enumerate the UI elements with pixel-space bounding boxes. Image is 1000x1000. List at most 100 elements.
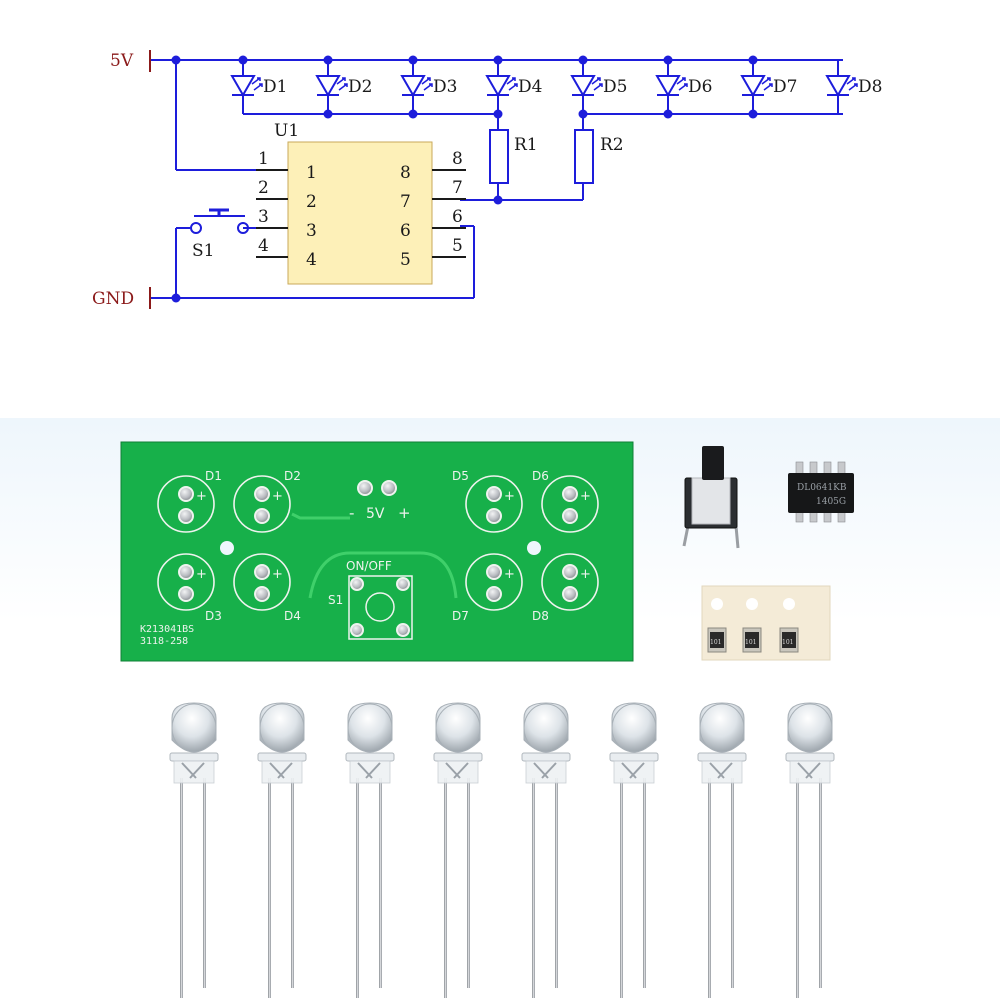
through-hole-led <box>433 702 483 998</box>
pcb-led-d4: + D4 <box>233 553 301 623</box>
resistor-tape: 101 101 101 <box>701 585 831 661</box>
inner-pin-1: 1 <box>306 163 317 183</box>
pcb-led-plus: + <box>272 567 283 582</box>
schematic-led-d3: D3 <box>400 60 457 114</box>
smd-resistor-code: 101 <box>745 639 756 646</box>
schematic-led-d8: D8 <box>825 60 882 114</box>
pcb-minus: - <box>349 504 354 522</box>
pcb-led-plus: + <box>196 567 207 582</box>
inner-pin-2: 2 <box>306 192 317 212</box>
through-hole-led <box>521 702 571 998</box>
vcc-label: 5V <box>110 51 134 71</box>
led-array: D1 D2 D3 D4 D5 D6 D7 D8 <box>230 60 882 114</box>
through-hole-led <box>169 702 219 998</box>
pcb-led-plus: + <box>272 489 283 504</box>
led-label-d2: D2 <box>348 77 372 97</box>
schematic-led-d4: D4 <box>485 60 542 114</box>
outer-pin-3: 3 <box>258 207 269 227</box>
pcb-5v-label: 5V <box>366 506 385 522</box>
pcb-led-plus: + <box>504 489 515 504</box>
pcb-s1-label: S1 <box>328 593 343 607</box>
pcb-led-d2: +D2 <box>233 469 301 533</box>
through-hole-led <box>609 702 659 998</box>
circuit-schematic: 5V GND D1 D2 D3 D4 D5 D6 D7 D8 R1 R2 <box>0 0 1000 400</box>
pcb-led-d7: + D7 <box>452 553 523 623</box>
pcb-led-label-d8: D8 <box>532 609 549 623</box>
tactile-switch <box>682 446 740 549</box>
onoff-label: ON/OFF <box>346 559 392 573</box>
inner-pin-8: 8 <box>400 163 411 183</box>
led-label-d1: D1 <box>263 77 287 97</box>
pcb-led-plus: + <box>504 567 515 582</box>
power-pad-2 <box>381 480 397 496</box>
pcb-plus: + <box>398 504 411 522</box>
pcb-led-d3: + D3 <box>157 553 222 623</box>
pcb-led-label-d6: D6 <box>532 469 549 483</box>
gnd-label: GND <box>92 289 134 309</box>
pcb-led-plus: + <box>196 489 207 504</box>
schematic-led-d6: D6 <box>655 60 712 114</box>
ic-body <box>287 141 433 285</box>
outer-pin-7: 7 <box>452 178 463 198</box>
led-label-d7: D7 <box>773 77 797 97</box>
smd-resistor-3: 101 <box>779 627 799 653</box>
resistor-r2: R2 <box>574 129 624 200</box>
board-date: 3118-258 <box>140 636 188 647</box>
resistor-r1: R1 <box>489 129 538 200</box>
chip-marking-2: 1405G <box>816 497 846 507</box>
pcb-led-label-d4: D4 <box>284 609 301 623</box>
outer-pin-5: 5 <box>452 236 463 256</box>
r1-label: R1 <box>514 135 538 155</box>
schematic-led-d2: D2 <box>315 60 372 114</box>
pcb-led-d6: +D6 <box>532 469 599 533</box>
switch-footprint <box>348 575 413 640</box>
outer-pin-1: 1 <box>258 149 269 169</box>
through-hole-led <box>785 702 835 998</box>
outer-pin-8: 8 <box>452 149 463 169</box>
outer-pin-2: 2 <box>258 178 269 198</box>
ic-pin-lines <box>256 169 466 258</box>
led-cathode-bus <box>243 113 843 130</box>
pcb-led-label-d2: D2 <box>284 469 301 483</box>
pcb-board: +D1+D2+D3+D4+D5+D6+D7+D8 - 5V + ON/OFF S… <box>120 441 634 662</box>
chip-marking-1: DL0641KB <box>797 483 847 493</box>
through-hole-led <box>697 702 747 998</box>
smd-resistor-code: 101 <box>710 639 721 646</box>
schematic-led-d7: D7 <box>740 60 797 114</box>
switch-s1: S1 <box>190 208 256 261</box>
pcb-led-label-d3: D3 <box>205 609 222 623</box>
switch-pad <box>396 623 410 637</box>
through-hole-leds <box>169 702 835 998</box>
through-hole-led <box>257 702 307 998</box>
inner-pin-5: 5 <box>400 250 411 270</box>
outer-pin-4: 4 <box>258 236 269 256</box>
schematic-led-d5: D5 <box>570 60 627 114</box>
led-label-d3: D3 <box>433 77 457 97</box>
led-label-d4: D4 <box>518 77 542 97</box>
ic-ref-label: U1 <box>274 121 299 141</box>
switch-pad <box>350 577 364 591</box>
smd-resistor-1: 101 <box>707 627 727 653</box>
switch-pad <box>396 577 410 591</box>
pcb-led-label-d1: D1 <box>205 469 222 483</box>
switch-pad <box>350 623 364 637</box>
inner-pin-3: 3 <box>306 221 317 241</box>
inner-pin-7: 7 <box>400 192 411 212</box>
pcb-led-d8: +D8 <box>532 553 599 623</box>
smd-resistor-2: 101 <box>742 627 762 653</box>
led-label-d5: D5 <box>603 77 627 97</box>
inner-pin-4: 4 <box>306 250 317 270</box>
r2-label: R2 <box>600 135 624 155</box>
switch-label: S1 <box>192 241 214 261</box>
outer-pin-6: 6 <box>452 207 463 227</box>
led-label-d6: D6 <box>688 77 712 97</box>
power-pad-1 <box>357 480 373 496</box>
ic-pin-numbers: 1 2 3 4 8 7 6 5 1 2 3 4 8 7 6 5 <box>258 149 463 270</box>
pcb-led-d1: + D1 <box>157 469 222 533</box>
pcb-led-label-d7: D7 <box>452 609 469 623</box>
pcb-led-label-d5: D5 <box>452 469 469 483</box>
inner-pin-6: 6 <box>400 221 411 241</box>
pcb-led-d5: + D5 <box>452 469 523 533</box>
through-hole-led <box>345 702 395 998</box>
pcb-led-footprints: +D1+D2+D3+D4+D5+D6+D7+D8 <box>157 469 599 623</box>
